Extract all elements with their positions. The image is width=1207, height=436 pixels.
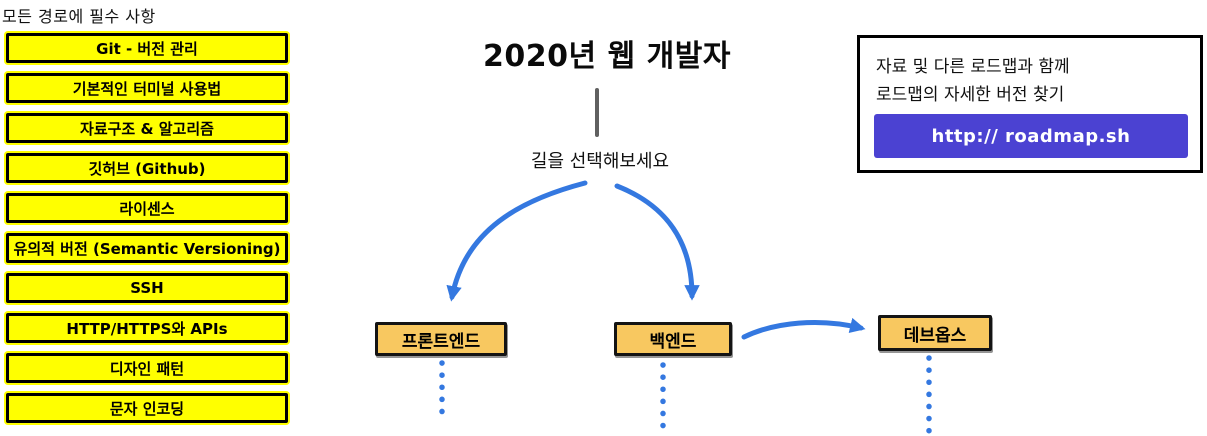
title-connector-line — [595, 88, 599, 137]
roadmap-url-button[interactable]: http:// roadmap.sh — [874, 114, 1188, 158]
backend-node[interactable]: 백엔드 — [614, 322, 732, 356]
prerequisite-item[interactable]: Git - 버전 관리 — [6, 33, 288, 63]
choose-path-label: 길을 선택해보세요 — [530, 151, 670, 172]
prerequisite-item[interactable]: 유의적 버전 (Semantic Versioning) — [6, 233, 288, 263]
arrow-to-backend — [614, 183, 700, 301]
info-box: 자료 및 다른 로드맵과 함께 로드맵의 자세한 버전 찾기 http:// r… — [857, 35, 1203, 173]
prerequisite-item[interactable]: 문자 인코딩 — [6, 393, 288, 423]
arrow-backend-to-devops — [741, 317, 866, 340]
page-title: 2020년 웹 개발자 — [483, 39, 731, 74]
prerequisite-item[interactable]: 자료구조 & 알고리즘 — [6, 113, 288, 143]
prerequisite-item[interactable]: 라이센스 — [6, 193, 288, 223]
prerequisite-item[interactable]: SSH — [6, 273, 288, 303]
prerequisite-item[interactable]: 기본적인 터미널 사용법 — [6, 73, 288, 103]
prerequisites-header: 모든 경로에 필수 사항 — [2, 7, 156, 26]
info-text-line2: 로드맵의 자세한 버전 찾기 — [876, 85, 1065, 105]
arrow-to-frontend — [446, 180, 588, 302]
prerequisite-item[interactable]: 깃허브 (Github) — [6, 153, 288, 183]
info-text-line1: 자료 및 다른 로드맵과 함께 — [876, 57, 1070, 77]
prerequisite-item[interactable]: HTTP/HTTPS와 APIs — [6, 313, 288, 343]
frontend-node[interactable]: 프론트엔드 — [375, 322, 507, 356]
prerequisite-item[interactable]: 디자인 패턴 — [6, 353, 288, 383]
devops-node[interactable]: 데브옵스 — [878, 315, 992, 351]
